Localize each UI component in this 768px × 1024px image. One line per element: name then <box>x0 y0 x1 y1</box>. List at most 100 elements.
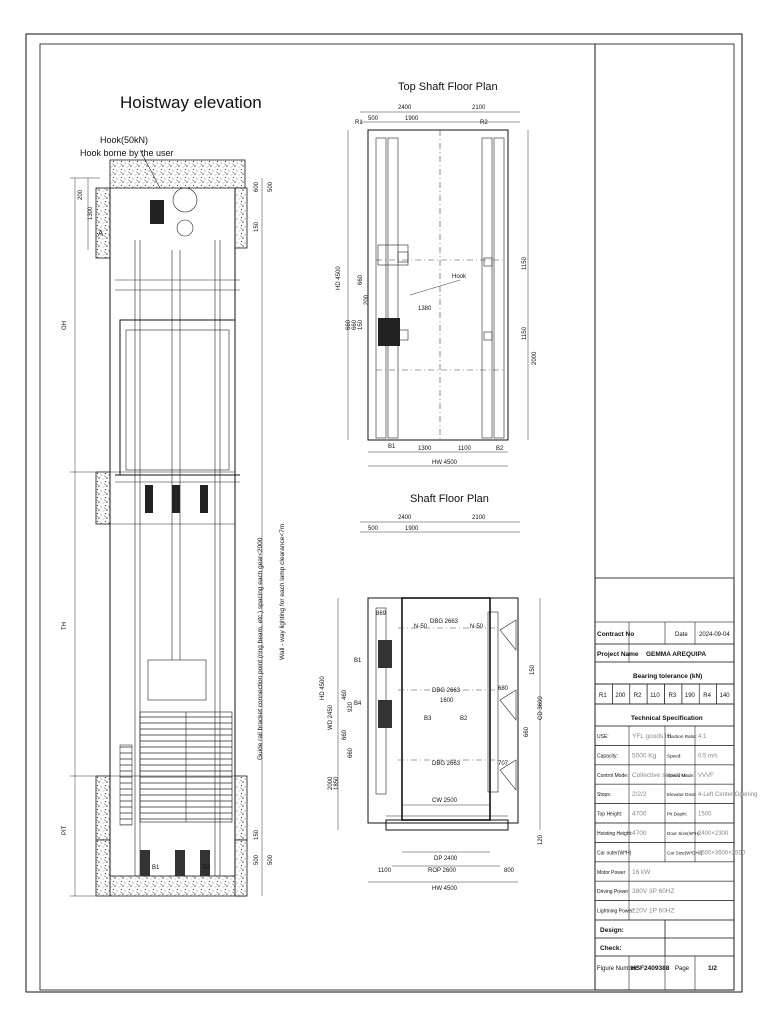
spec-label-2: Speed Mode: <box>667 773 694 778</box>
spec-label-2: Car Size(W*D*H) <box>667 850 703 855</box>
spec-label: Capacity: <box>597 753 618 759</box>
spec-value: 4700 <box>632 811 647 818</box>
right-wall-upper <box>234 187 248 249</box>
dim-right-600: 600 <box>254 181 260 192</box>
top-dim-660b: 660 <box>352 319 358 330</box>
spec-value: Collective selective <box>632 772 688 779</box>
spec-label: Car outer(W*H) <box>597 850 632 856</box>
top-dim-2100: 2100 <box>472 105 486 111</box>
counterweight <box>147 659 207 701</box>
shaft-dim-660c: 660 <box>524 726 530 737</box>
n50a: N-50 <box>414 624 428 630</box>
spec-value-2: 2400×2300 <box>698 831 729 837</box>
spec-label: Lightning Power: <box>597 909 634 915</box>
left-wall-upper <box>95 187 111 259</box>
spec-value: 5000 Kg <box>632 752 657 759</box>
car-outline <box>401 597 491 821</box>
dbg-bot: DBG 2663 <box>432 761 461 767</box>
shaft-b3: B3 <box>424 716 432 722</box>
spec-label-2: Pit Depth: <box>667 812 687 817</box>
vertical-note-1: Guide rail bracket connection point (rin… <box>257 537 264 760</box>
shaft-dp: DP 2400 <box>434 856 458 862</box>
dim-right-500: 500 <box>268 181 274 192</box>
spec-value: YFL goods lift <box>632 733 672 740</box>
top-dim-660: 660 <box>358 274 364 285</box>
dim-right-150: 150 <box>254 221 260 232</box>
bearing-value: 190 <box>685 693 696 699</box>
shaft-dim-500: 500 <box>368 526 379 532</box>
top-hook-label: Hook <box>452 274 467 280</box>
tb-project-value: GEMMA AREQUIPA <box>646 651 706 658</box>
top-dim-1150: 1150 <box>522 256 528 270</box>
title-block: Contract No Date 2024-09-04 Project Name… <box>594 577 757 991</box>
dbg-mid: DBG 2663 <box>432 688 461 694</box>
hoistway-elevation: Hoistway elevation Hook(50kN) Hook borne… <box>62 93 286 897</box>
elev-b2: B2 <box>203 865 211 871</box>
top-plan-outline <box>367 129 509 441</box>
spec-value-2: 1500 <box>698 812 712 818</box>
left-wall-lower <box>95 775 111 841</box>
shaft-cd: CD 3600 <box>538 696 544 720</box>
spec-value: 16 kW <box>632 869 651 876</box>
bearing-key: R2 <box>634 693 642 699</box>
top-dim-2400: 2400 <box>398 105 412 111</box>
tb-figure-value: HSF2409388 <box>631 965 670 972</box>
hook-label: Hook(50kN) <box>100 135 148 145</box>
tb-bearing-title: Bearing tolerance (kN) <box>633 673 702 680</box>
spec-label: Driving Power <box>597 889 628 895</box>
shaft-dim-2000: 2000 <box>328 776 334 790</box>
top-b1: B1 <box>388 444 396 450</box>
hoistway-title: Hoistway elevation <box>120 93 262 112</box>
bearing-key: R1 <box>599 693 607 699</box>
spec-value-2: 4:1 <box>698 734 707 740</box>
shaft-floor-plan: Shaft Floor Plan 2400 2100 500 1900 DBG … <box>320 493 544 892</box>
shaft-dim-120: 120 <box>538 834 544 845</box>
shaft-dim-660b: 660 <box>348 747 354 758</box>
spec-value-2: 4-Left Center Opening <box>698 792 757 798</box>
top-dim-150: 150 <box>358 319 364 330</box>
top-b2: B2 <box>496 446 504 452</box>
tb-date-label: Date <box>675 632 688 638</box>
shaft-dim-2100: 2100 <box>472 515 486 521</box>
top-hd: HD 4500 <box>336 266 342 290</box>
spec-value: 4700 <box>632 830 647 837</box>
shaft-dim-150: 150 <box>530 664 536 675</box>
spec-label: Stops: <box>597 792 611 798</box>
door-sill <box>385 819 509 831</box>
tb-check-label: Check: <box>600 945 622 952</box>
n50b: N-50 <box>470 624 484 630</box>
pit-left-wall <box>95 839 111 897</box>
shaft-dim-460: 460 <box>342 689 348 700</box>
top-hw: HW 4500 <box>432 460 458 466</box>
spec-label: Hoisting Height: <box>597 831 632 837</box>
shaft-b2: B2 <box>460 716 468 722</box>
bearing-key: R3 <box>669 693 677 699</box>
vertical-note-2: Wall - way lighting for each lamp cleara… <box>279 524 286 660</box>
shaft-dim-1600: 1600 <box>440 698 454 704</box>
top-shaft-floor-plan: Top Shaft Floor Plan 2400 2100 500 1900 … <box>336 81 538 467</box>
shaft-b4: B4 <box>354 701 362 707</box>
top-dim-2000: 2000 <box>532 351 538 365</box>
shaft-b1: B1 <box>354 658 362 664</box>
shaft-dim-660: 660 <box>342 729 348 740</box>
top-dim-1150b: 1150 <box>522 326 528 340</box>
spec-value-2: 2500×3600×2500 <box>698 850 746 856</box>
bearing-value: 140 <box>720 693 731 699</box>
dim-th: TH <box>62 622 68 630</box>
top-plan-title: Top Shaft Floor Plan <box>398 81 498 93</box>
shaft-dim-1850: 1850 <box>334 776 340 790</box>
shaft-dim-800: 800 <box>504 868 515 874</box>
right-wall-lower <box>234 775 248 841</box>
spec-label-2: Traction Ratio: <box>667 734 697 739</box>
shaft-dim-920: 920 <box>348 701 354 712</box>
tb-date-value: 2024-09-04 <box>699 632 730 638</box>
shaft-rop: ROP 2600 <box>428 868 457 874</box>
spec-value-2: VVVF <box>698 773 714 779</box>
dim-right-500c: 500 <box>268 854 274 865</box>
marker-a: A <box>98 229 104 238</box>
spec-label-2: Door Size(W*H) <box>667 831 700 836</box>
shaft-dim-707: 707 <box>498 761 509 767</box>
dbg-top: DBG 2663 <box>430 619 459 625</box>
top-dim-500: 500 <box>368 116 379 122</box>
